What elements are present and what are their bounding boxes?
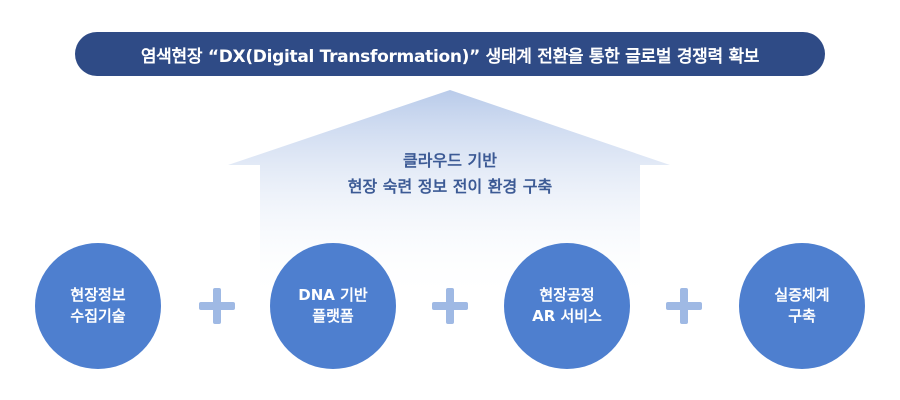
arrow-label-line2: 현장 숙련 정보 전이 환경 구축 bbox=[347, 177, 553, 196]
arrow-label: 클라우드 기반 현장 숙련 정보 전이 환경 구축 bbox=[260, 148, 640, 200]
pillar-dna-platform: DNA 기반 플랫폼 bbox=[270, 243, 396, 369]
pillar-field-data-collection: 현장정보 수집기술 bbox=[35, 243, 161, 369]
pillar-label-line1: 실증체계 bbox=[774, 286, 830, 304]
pillar-label-line2: 구축 bbox=[788, 307, 816, 325]
arrow-label-line1: 클라우드 기반 bbox=[403, 151, 497, 170]
pillar-label-line1: DNA 기반 bbox=[298, 286, 368, 304]
plus-icon bbox=[199, 288, 235, 324]
pillar-validation-system: 실증체계 구축 bbox=[739, 243, 865, 369]
pillar-label-line1: 현장정보 bbox=[70, 286, 126, 304]
goal-banner-text: 염색현장 “DX(Digital Transformation)” 생태계 전환… bbox=[140, 46, 760, 67]
pillar-label-line2: AR 서비스 bbox=[532, 307, 602, 325]
plus-icon bbox=[432, 288, 468, 324]
pillar-label-line1: 현장공정 bbox=[539, 286, 595, 304]
pillar-ar-service: 현장공정 AR 서비스 bbox=[504, 243, 630, 369]
pillar-label-line2: 수집기술 bbox=[70, 307, 126, 325]
goal-banner: 염색현장 “DX(Digital Transformation)” 생태계 전환… bbox=[75, 32, 825, 76]
pillar-label-line2: 플랫폼 bbox=[312, 307, 354, 325]
plus-icon bbox=[666, 288, 702, 324]
